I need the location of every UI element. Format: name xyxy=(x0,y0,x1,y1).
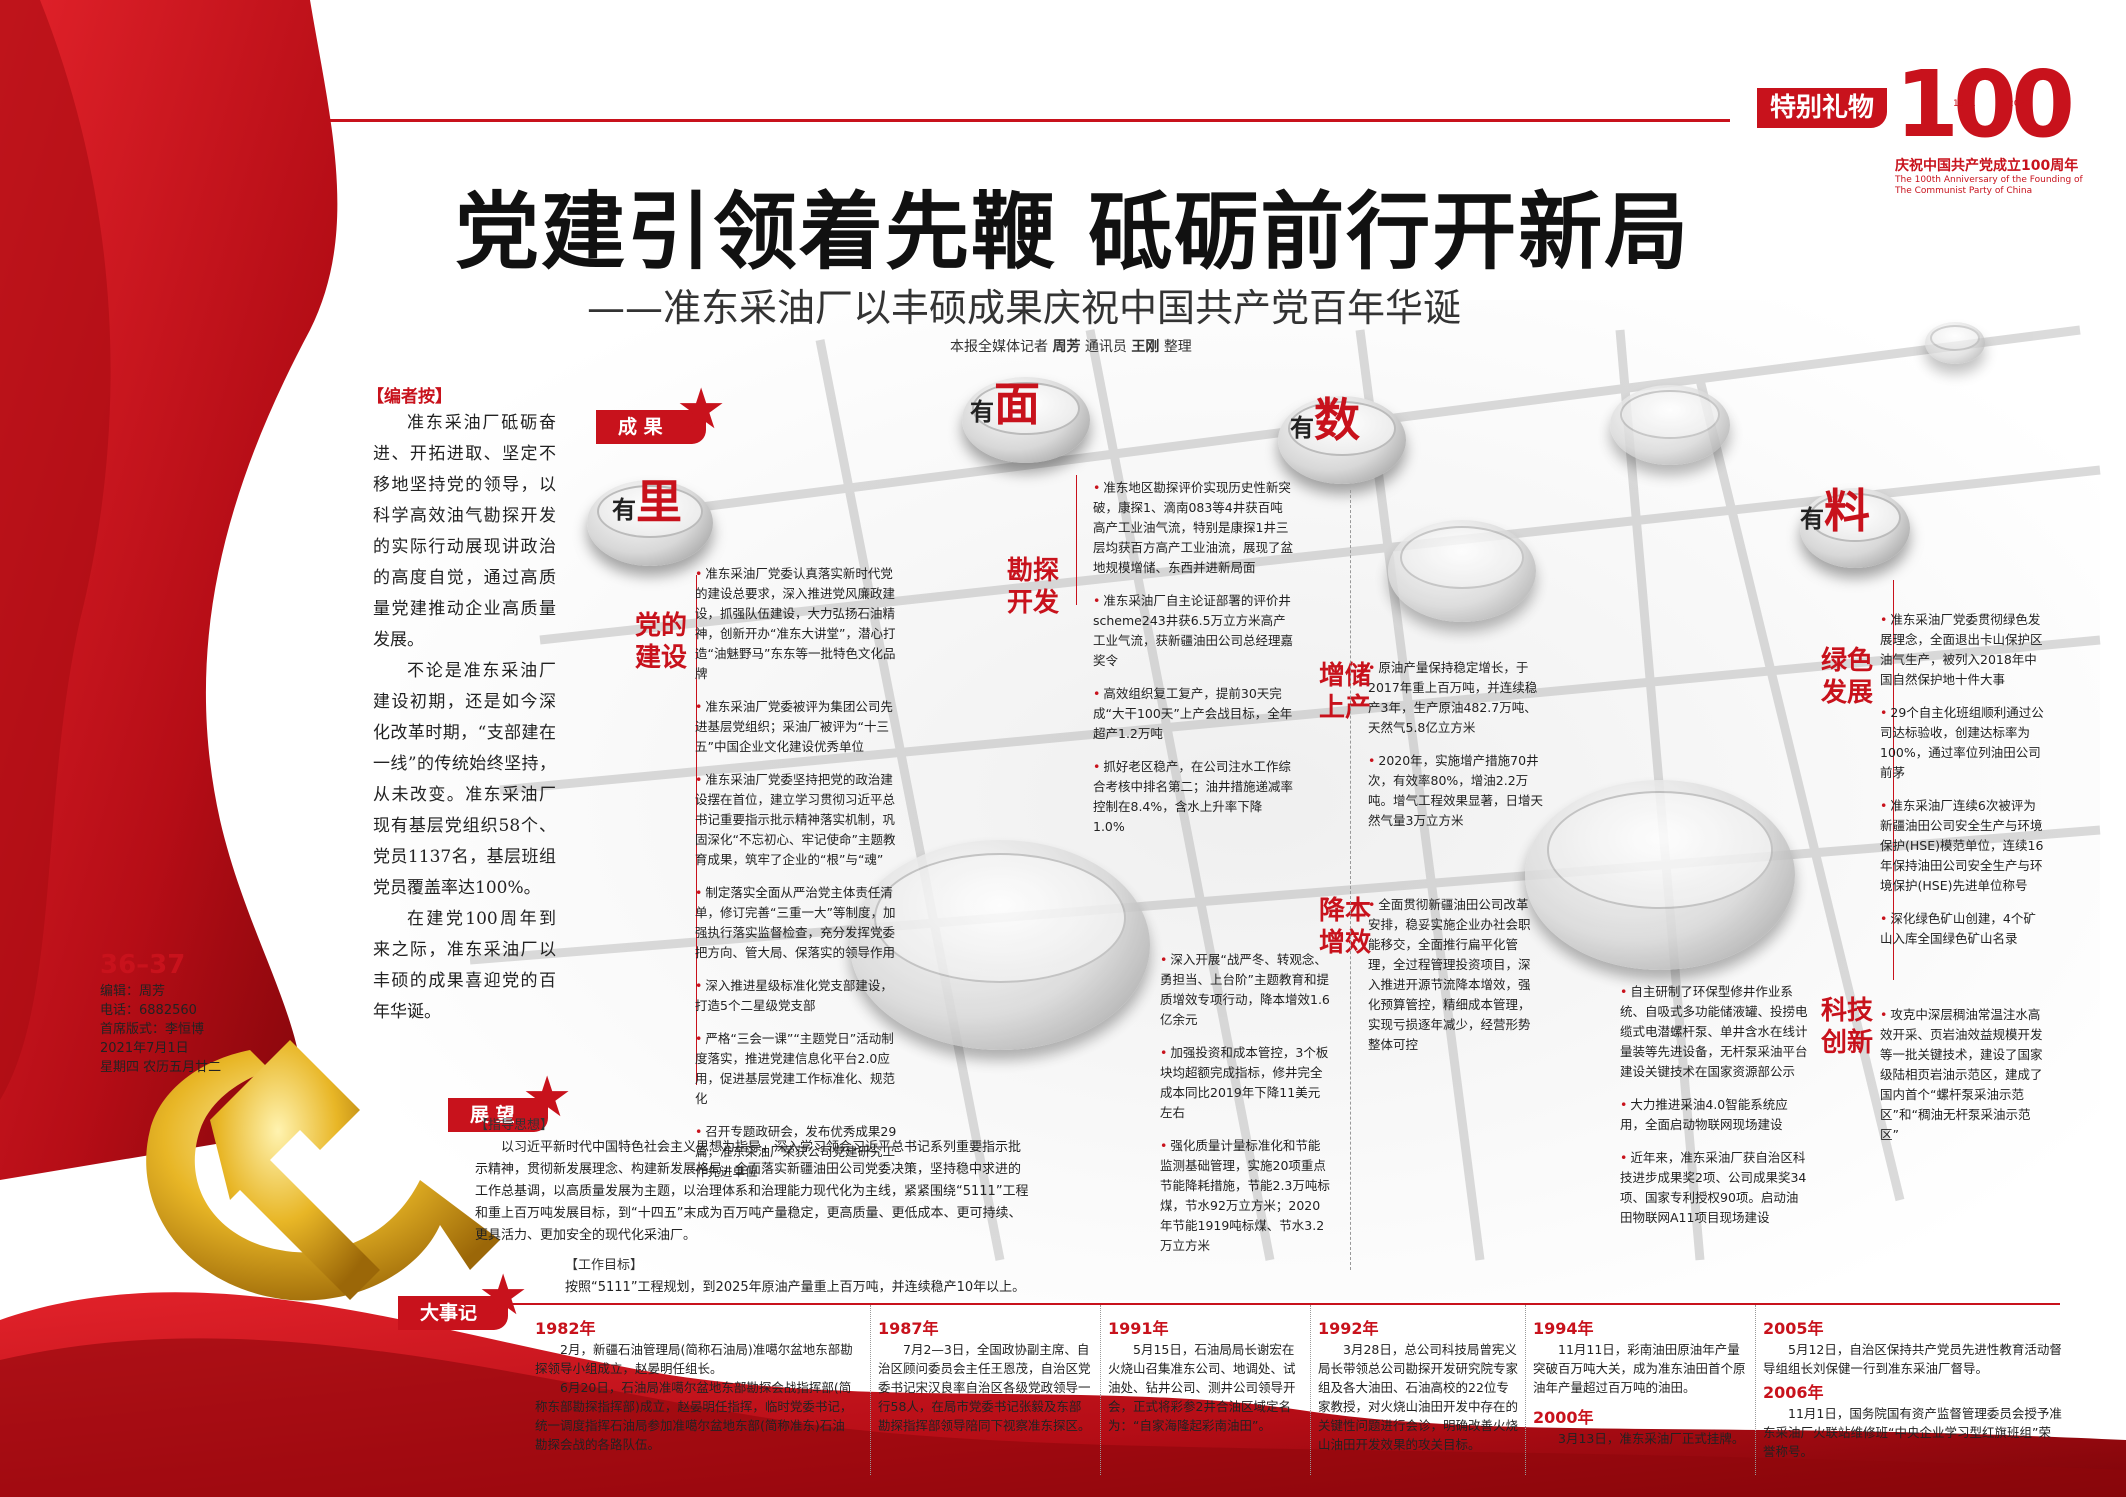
event-1982: 1982年 2月，新疆石油管理局(简称石油局)准噶尔盆地东部勘探领导小组成立，赵… xyxy=(535,1319,853,1452)
event-2005: 2005年 5月12日，自治区保持共产党员先进性教育活动督导组组长刘保健一行到准… xyxy=(1763,1319,2062,1459)
star-icon: ★ xyxy=(676,377,727,442)
special-gift-badge: 特别礼物 xyxy=(1757,88,1887,128)
star-icon: ★ xyxy=(522,1065,573,1130)
outlook-guiding-text: 以习近平新时代中国特色社会主义思想为指导，深入学习领会习近平总书记系列重要指示批… xyxy=(475,1140,1029,1243)
divider xyxy=(1350,490,1351,1270)
outlook-text: 【指导思想】 以习近平新时代中国特色社会主义思想为指导，深入学习领会习近平总书记… xyxy=(475,1115,1030,1299)
label-green-development: 绿色发展 xyxy=(1820,646,1873,708)
byline: 本报全媒体记者 周芳 通讯员 王刚 整理 xyxy=(950,339,1192,355)
event-1987: 1987年 7月2—3日，全国政协副主席、自治区顾问委员会主任王恩茂，自治区党委… xyxy=(878,1319,1091,1433)
col-cost-left: 深入开展“战严冬、转观念、勇担当、上台阶”主题教育和提质增效专项行动，降本增效1… xyxy=(1160,950,1330,1269)
piece-label-shu: 有数 xyxy=(1290,393,1360,447)
divider xyxy=(1310,1305,1311,1475)
outlook-guiding-heading: 【指导思想】 xyxy=(475,1118,554,1133)
divider xyxy=(1076,475,1077,605)
hammer-sickle-emblem xyxy=(146,1040,500,1301)
page-numbers: 36–37 xyxy=(100,950,186,980)
editor-note: 准东采油厂砥砺奋进、开拓进取、坚定不移地坚持党的领导，以科学高效油气勘探开发的实… xyxy=(373,413,556,1022)
timeline-rule xyxy=(460,1303,2060,1305)
col-green-development: 准东采油厂党委贯彻绿色发展理念，全面退出卡山保护区油气生产，被列入2018年中国… xyxy=(1880,610,2045,962)
outlook-goal-heading: 【工作目标】 xyxy=(565,1258,644,1273)
editor-note-heading: 【编者按】 xyxy=(367,387,452,407)
col-tech-right: 攻克中深层稠油常温注水高效开采、页岩油效益规模开发等一批关键技术，建设了国家级陆… xyxy=(1880,1005,2045,1158)
section-chengguo: 成 果 xyxy=(596,410,706,444)
piece-label-li: 有里 xyxy=(612,475,682,529)
outlook-goal-text: 按照“5111”工程规划，到2025年原油产量重上百万吨，并连续稳产10年以上。 xyxy=(565,1280,1026,1295)
label-party-building: 党的建设 xyxy=(634,611,687,673)
col-cost-reduction: 全面贯彻新疆油田公司改革安排，稳妥实施企业办社会职能移交，全面推行扁平化管理，全… xyxy=(1368,895,1533,1068)
event-1994: 1994年 11月11日，彩南油田原油年产量突破百万吨大关，成为准东油田首个原油… xyxy=(1533,1319,1746,1446)
col-party-building: 准东采油厂党委认真落实新时代党的建设总要求，深入推进党风廉政建设，抓强队伍建设，… xyxy=(695,564,905,1195)
chess-piece-shu xyxy=(1278,396,1406,484)
label-reserve-growth: 增储上产 xyxy=(1318,661,1371,723)
col-reserve-growth: 原油产量保持稳定增长，于2017年重上百万吨，并连续稳产3年，生产原油482.7… xyxy=(1368,658,1548,844)
piece-label-mian: 有面 xyxy=(970,377,1040,431)
anniversary-logo: 100 1921 2021 庆祝中国共产党成立100周年 The 100th A… xyxy=(1895,55,2085,197)
decorative-chess-piece xyxy=(1525,780,1795,970)
label-exploration: 勘探开发 xyxy=(1006,556,1059,618)
chess-piece-mian xyxy=(962,377,1090,463)
page-title: 党建引领着先鞭 砥砺前行开新局 xyxy=(455,182,1691,281)
page-info: 36–37 编辑：周芳 电话：6882560 首席版式：李恒博 2021年7月1… xyxy=(100,950,222,1075)
divider xyxy=(1525,1305,1526,1475)
decorative-chess-piece xyxy=(850,840,1150,1050)
anniversary-en: The 100th Anniversary of the Founding of… xyxy=(1895,175,2083,196)
decorative-chess-piece xyxy=(1925,322,1985,364)
divider xyxy=(870,1305,871,1475)
divider xyxy=(1100,1305,1101,1475)
label-tech-innovation: 科技创新 xyxy=(1820,996,1873,1058)
chess-piece-liao xyxy=(1800,488,1910,568)
page-subtitle: ——准东采油厂以丰硕成果庆祝中国共产党百年华诞 xyxy=(587,286,1462,330)
star-icon: ★ xyxy=(478,1263,529,1328)
header-rule xyxy=(330,119,1730,122)
anniversary-year-start: 1921 xyxy=(1953,99,1976,109)
col-exploration: 准东地区勘探评价实现历史性新突破，康探1、滴南083等4井获百吨高产工业油气流，… xyxy=(1093,478,1293,850)
piece-label-liao: 有料 xyxy=(1800,484,1870,538)
divider xyxy=(1755,1305,1756,1475)
chess-piece-li xyxy=(587,480,713,566)
col-tech-left: 自主研制了环保型修井作业系统、自吸式多功能储液罐、投捞电缆式电潜螺杆泵、单井含水… xyxy=(1620,982,1810,1241)
event-1991: 1991年 5月15日，石油局局长谢宏在火烧山召集准东公司、地调处、试油处、钻井… xyxy=(1108,1319,1296,1433)
event-1992: 1992年 3月28日，总公司科技局曾宪义局长带领总公司勘探开发研究院专家组及各… xyxy=(1318,1319,1519,1452)
section-dashiji: 大事记 xyxy=(398,1296,508,1330)
anniversary-number: 100 xyxy=(1895,51,2075,158)
anniversary-cn: 庆祝中国共产党成立100周年 xyxy=(1895,158,2079,174)
decorative-chess-piece xyxy=(1388,520,1536,622)
decorative-chess-piece xyxy=(1610,385,1730,465)
section-zhanwang: 展 望 xyxy=(448,1098,548,1132)
anniversary-year-end: 2021 xyxy=(2008,99,2031,109)
